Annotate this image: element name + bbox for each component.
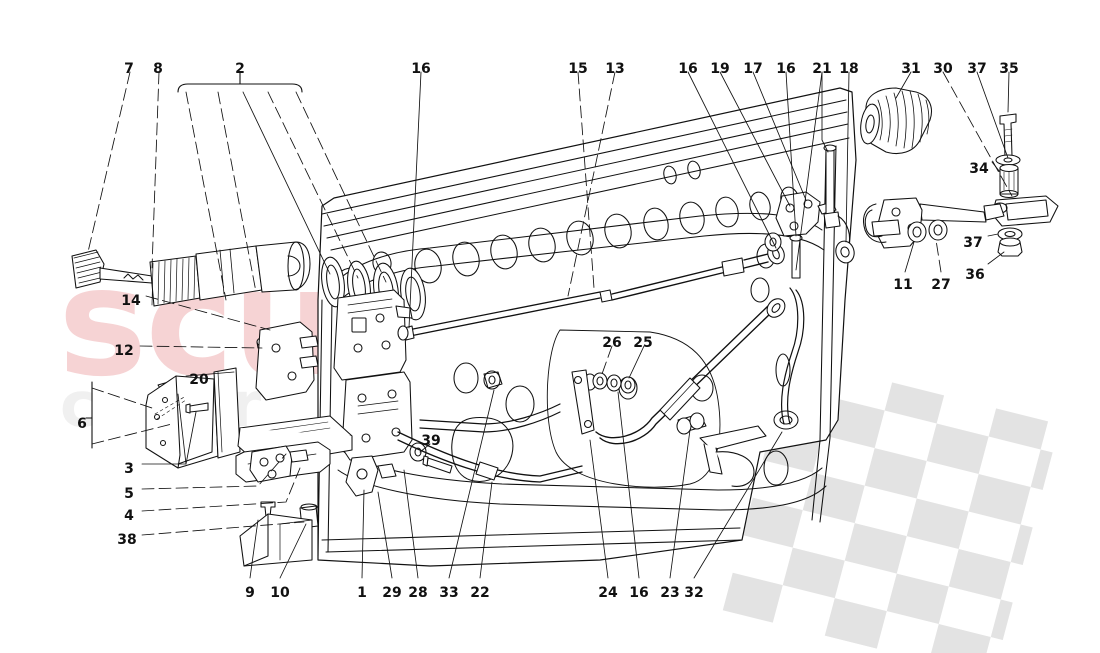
callout-label-16: 16 — [776, 61, 796, 77]
inner-release-linkage — [397, 287, 805, 487]
callout-label-28: 28 — [408, 585, 428, 601]
callout-label-1: 1 — [357, 585, 367, 601]
callout-label-30: 30 — [933, 61, 953, 77]
callout-label-4: 4 — [124, 508, 134, 524]
remote-control-lever — [764, 144, 855, 279]
callout-label-5: 5 — [124, 486, 134, 502]
callout-label-20: 20 — [189, 372, 209, 388]
callout-label-2: 2 — [235, 61, 245, 77]
callout-label-33: 33 — [439, 585, 459, 601]
callout-label-39: 39 — [421, 433, 441, 449]
callout-label-16: 16 — [678, 61, 698, 77]
callout-label-7: 7 — [124, 61, 134, 77]
callout-label-6: 6 — [77, 416, 87, 432]
callout-label-38: 38 — [117, 532, 137, 548]
callout-label-29: 29 — [382, 585, 402, 601]
door-latch-assembly — [255, 289, 453, 497]
callout-label-21: 21 — [812, 61, 832, 77]
callout-label-8: 8 — [153, 61, 163, 77]
callout-label-15: 15 — [568, 61, 588, 77]
callout-label-26: 26 — [602, 335, 622, 351]
callout-label-17: 17 — [743, 61, 763, 77]
callout-label-13: 13 — [605, 61, 625, 77]
callout-label-37: 37 — [963, 235, 983, 251]
lock-control-rod — [397, 243, 785, 341]
callout-label-19: 19 — [710, 61, 730, 77]
callout-label-9: 9 — [245, 585, 255, 601]
callout-label-3: 3 — [124, 461, 134, 477]
callout-label-31: 31 — [901, 61, 921, 77]
callout-label-16: 16 — [629, 585, 649, 601]
callout-label-35: 35 — [999, 61, 1019, 77]
callout-label-25: 25 — [633, 335, 653, 351]
callout-label-10: 10 — [270, 585, 290, 601]
callout-label-37: 37 — [967, 61, 987, 77]
outside-door-handle — [860, 87, 932, 155]
callout-label-24: 24 — [598, 585, 618, 601]
callout-label-16: 16 — [411, 61, 431, 77]
callout-label-23: 23 — [660, 585, 680, 601]
callout-label-12: 12 — [114, 343, 134, 359]
callout-label-18: 18 — [839, 61, 859, 77]
door-striker-assembly — [863, 113, 1059, 257]
inner-handle-frame — [235, 415, 353, 567]
callout-label-36: 36 — [965, 267, 985, 283]
callout-label-34: 34 — [969, 161, 989, 177]
callout-label-32: 32 — [684, 585, 704, 601]
callout-label-27: 27 — [931, 277, 951, 293]
callout-label-22: 22 — [470, 585, 490, 601]
callout-label-14: 14 — [121, 293, 141, 309]
striker-plate-assembly — [145, 367, 241, 469]
callout-label-11: 11 — [893, 277, 913, 293]
